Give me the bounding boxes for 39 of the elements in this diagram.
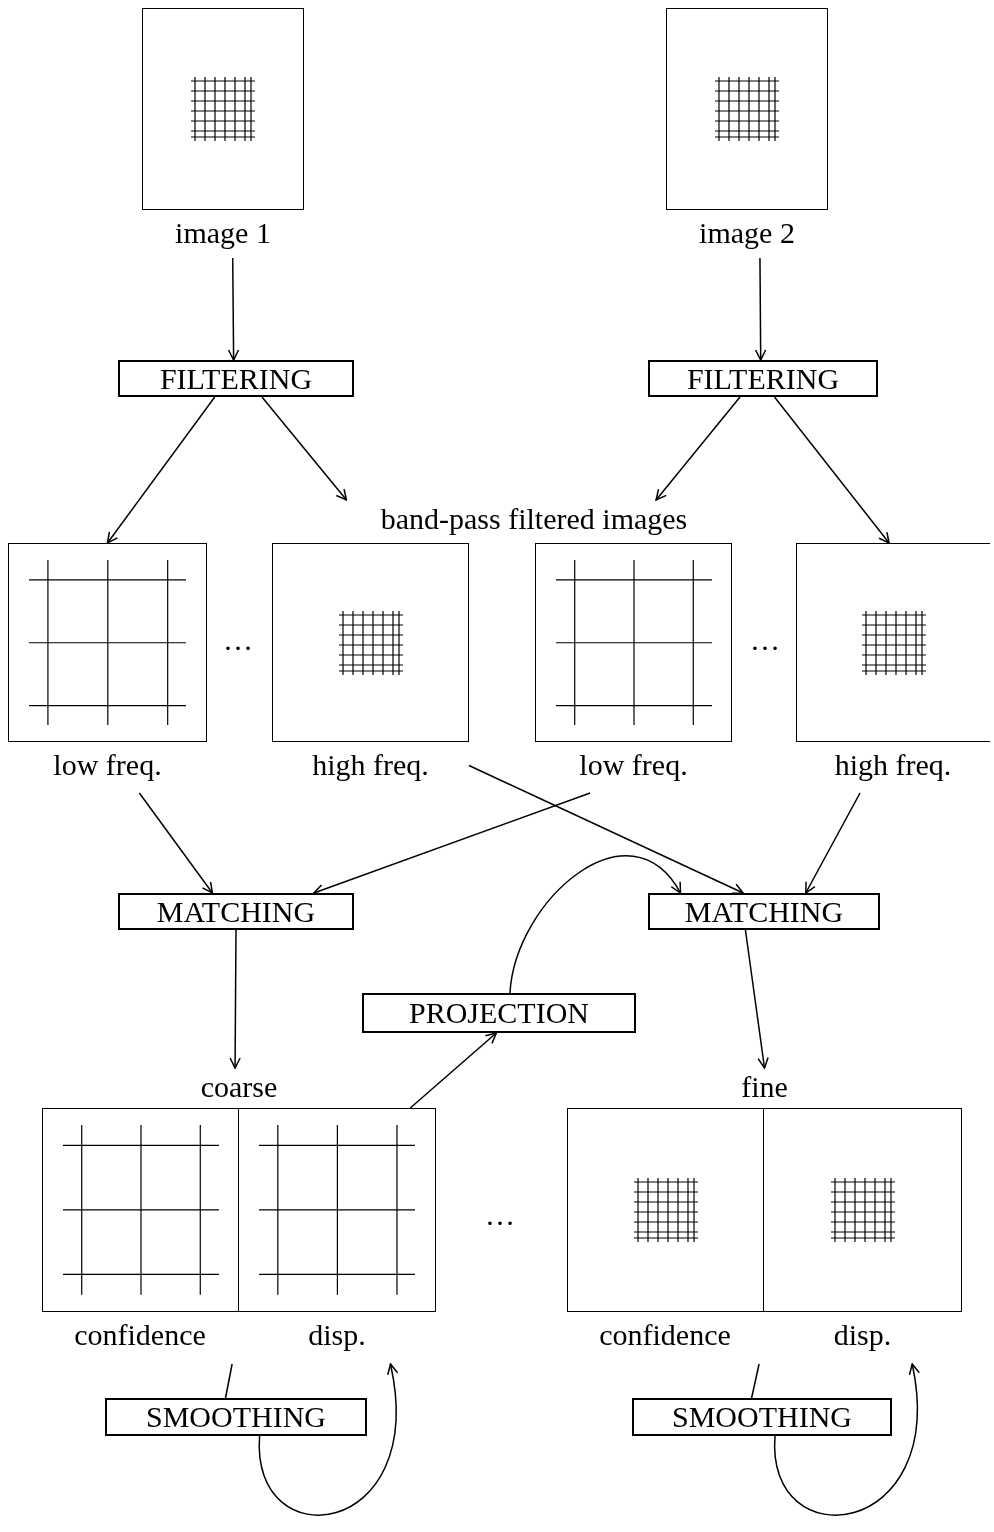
- image-caption: high freq.: [834, 747, 952, 783]
- image-caption: confidence: [599, 1317, 731, 1353]
- image-caption: image 2: [699, 215, 795, 251]
- arrow: [409, 1032, 497, 1109]
- process-box: MATCHING: [648, 893, 880, 930]
- arrow: [261, 396, 348, 501]
- arrow: [754, 257, 767, 361]
- arrow: [106, 396, 216, 544]
- arrow: [655, 396, 741, 501]
- group-heading: coarse: [199, 1069, 279, 1105]
- ellipsis-label: …: [485, 1200, 515, 1230]
- curved-arrow: [774, 1363, 920, 1516]
- image-caption: disp.: [833, 1317, 892, 1353]
- arrow: [138, 792, 214, 894]
- image-caption: disp.: [308, 1317, 366, 1353]
- curved-arrow: [509, 855, 682, 994]
- ellipsis-label: …: [750, 625, 780, 655]
- annotation-text: band-pass filtered images: [316, 500, 752, 538]
- arrow: [805, 792, 861, 894]
- curved-arrow: [258, 1363, 398, 1516]
- image-caption: high freq.: [312, 747, 429, 783]
- process-box: FILTERING: [118, 360, 354, 397]
- image-caption: confidence: [74, 1317, 206, 1353]
- arrow: [313, 792, 591, 896]
- arrow: [227, 257, 240, 361]
- image-caption: image 1: [175, 215, 271, 251]
- ellipsis-label: …: [223, 625, 253, 655]
- process-box: SMOOTHING: [632, 1398, 892, 1436]
- image-caption: low freq.: [579, 747, 688, 783]
- arrow: [773, 396, 890, 544]
- process-box: FILTERING: [648, 360, 878, 397]
- process-box: SMOOTHING: [105, 1398, 367, 1436]
- group-heading: fine: [740, 1069, 789, 1105]
- image-caption: low freq.: [53, 747, 162, 783]
- arrow: [468, 764, 744, 895]
- arrow: [744, 929, 769, 1069]
- arrow: [229, 929, 241, 1069]
- process-box: MATCHING: [118, 893, 354, 930]
- process-box: PROJECTION: [362, 993, 636, 1033]
